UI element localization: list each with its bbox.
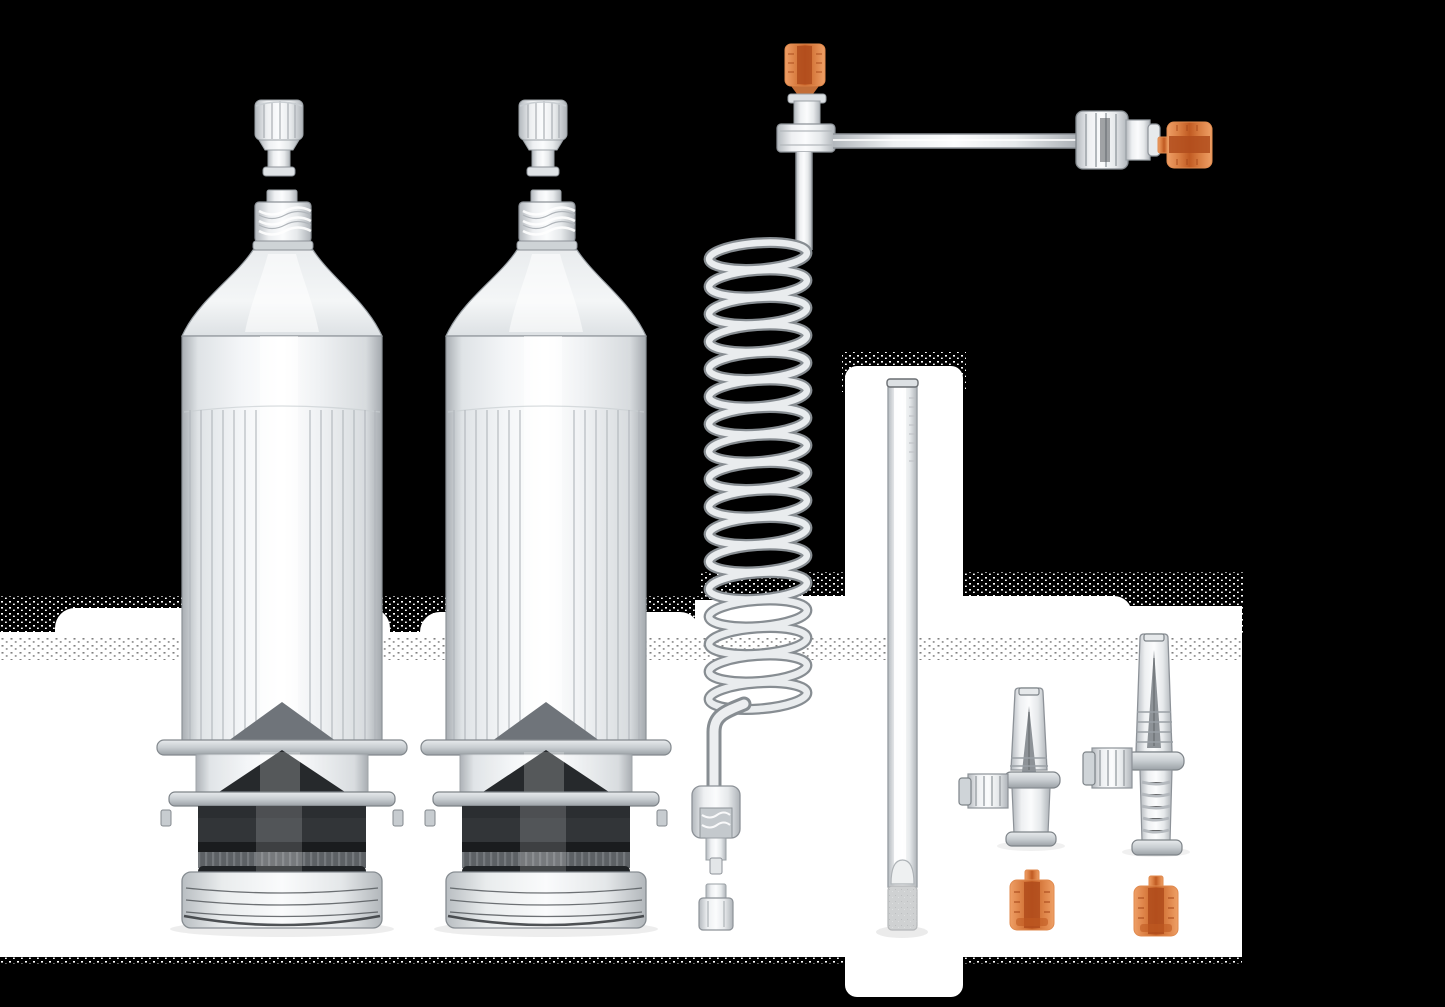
orange-cap-right-of-luer <box>1157 121 1213 169</box>
side-arm <box>958 773 1009 809</box>
fill-tube <box>886 378 919 931</box>
luer-lock-connector <box>1075 110 1161 170</box>
vertical-tube <box>795 152 813 250</box>
coil-tail-tube <box>706 696 752 798</box>
spike-connector-long <box>1082 633 1185 856</box>
horizontal-tube <box>833 133 1076 149</box>
coil-tubing <box>703 237 813 715</box>
coil-end-luer <box>691 785 741 875</box>
ribbed-shaft <box>1139 769 1173 843</box>
spike-connector-short <box>958 687 1061 847</box>
fill-tube-inner-dome <box>890 859 915 885</box>
orange-cap-on-t-connector <box>784 43 826 94</box>
side-arm <box>1082 747 1133 789</box>
coiled-line-assembly <box>691 43 1213 931</box>
small-luer-cap <box>698 883 734 931</box>
fill-tube-sponge-tip <box>887 885 918 931</box>
t-connector <box>776 123 836 153</box>
